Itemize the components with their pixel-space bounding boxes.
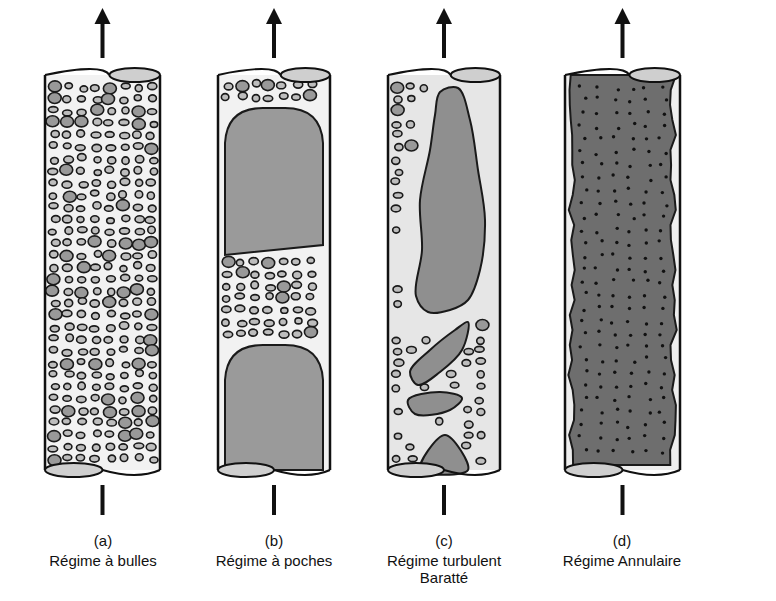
gas-bubbles	[222, 256, 318, 338]
liquid-droplets	[577, 84, 668, 455]
regime-name: Régime à poches	[199, 552, 349, 569]
pipe	[565, 75, 680, 470]
gas-pocket	[410, 322, 469, 385]
panel-letter: (a)	[83, 532, 123, 549]
gas-bubbles	[46, 81, 159, 466]
gas-pocket	[415, 87, 485, 313]
pipe-outline	[388, 8, 500, 515]
pipe	[218, 75, 330, 470]
regime-name: Régime turbulent Baratté	[369, 552, 519, 587]
regime-name: Régime Annulaire	[547, 552, 697, 569]
gas-core	[568, 75, 676, 465]
pipe-outline	[565, 8, 680, 515]
gas-bubbles	[391, 82, 489, 464]
pipe	[388, 75, 500, 470]
pipe	[45, 75, 160, 470]
pipe-outline	[45, 8, 160, 515]
panel-letter: (c)	[424, 532, 464, 549]
gas-pocket	[408, 392, 462, 416]
regime-name: Régime à bulles	[28, 552, 178, 569]
panel-letter: (d)	[602, 532, 642, 549]
panel-letter: (b)	[254, 532, 294, 549]
pipe-outline	[218, 8, 330, 515]
gas-slug	[225, 108, 323, 255]
gas-slug	[225, 345, 323, 470]
